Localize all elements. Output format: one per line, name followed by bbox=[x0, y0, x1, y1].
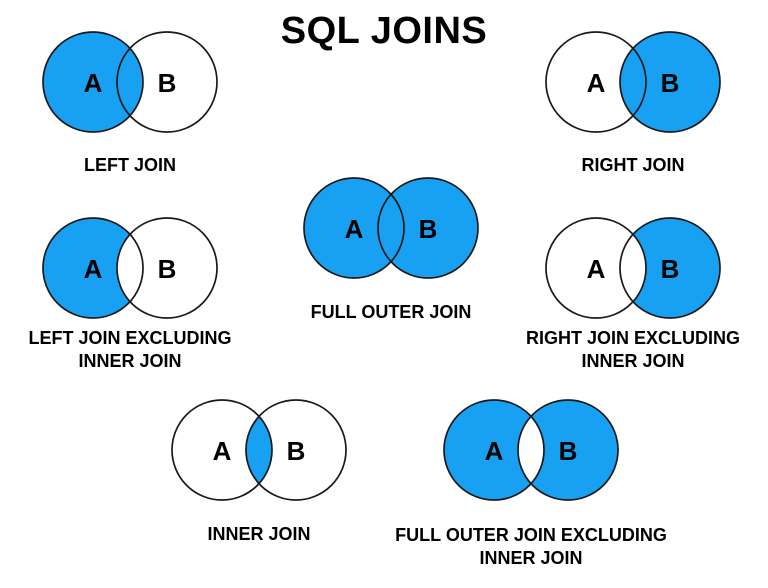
shaded-region bbox=[444, 400, 544, 500]
venn-label-line: INNER JOIN bbox=[78, 351, 182, 371]
circle-a-outline bbox=[545, 217, 647, 319]
venn-label-line: INNER JOIN bbox=[581, 351, 685, 371]
venn-label-left-join-excluding-inner-join: LEFT JOIN EXCLUDING INNER JOIN bbox=[29, 327, 232, 373]
set-a-label: A bbox=[213, 436, 232, 466]
circle-a-outline bbox=[171, 399, 273, 501]
set-b-label: B bbox=[419, 214, 438, 244]
set-a-label: A bbox=[345, 214, 364, 244]
venn-label-full-outer-join: FULL OUTER JOIN bbox=[311, 301, 472, 324]
shaded-region bbox=[518, 400, 618, 500]
venn-label-full-outer-join-excluding-inner-join: FULL OUTER JOIN EXCLUDING INNER JOIN bbox=[395, 524, 667, 570]
circle-b-outline bbox=[245, 399, 347, 501]
venn-label-left-join: LEFT JOIN bbox=[84, 154, 176, 177]
circle-a-outline bbox=[42, 217, 144, 319]
shaded-region bbox=[43, 32, 143, 132]
venn-label-line: FULL OUTER JOIN bbox=[310, 302, 472, 322]
circle-a-outline bbox=[42, 31, 144, 133]
circle-a-outline bbox=[545, 31, 647, 133]
venn-label-line: INNER JOIN bbox=[479, 548, 583, 568]
set-b-label: B bbox=[661, 254, 680, 284]
set-a-label: A bbox=[587, 254, 606, 284]
page-title: SQL JOINS bbox=[280, 10, 488, 52]
venn-label-right-join-excluding-inner-join: RIGHT JOIN EXCLUDING INNER JOIN bbox=[526, 327, 740, 373]
shaded-region bbox=[620, 32, 720, 132]
circle-a-outline bbox=[443, 399, 545, 501]
set-a-label: A bbox=[84, 68, 103, 98]
set-b-label: B bbox=[158, 68, 177, 98]
shaded-region bbox=[43, 218, 143, 318]
set-b-label: B bbox=[287, 436, 306, 466]
circle-b-outline bbox=[116, 31, 218, 133]
shaded-region bbox=[246, 400, 346, 500]
venn-label-line: INNER JOIN bbox=[207, 524, 311, 544]
set-b-label: B bbox=[158, 254, 177, 284]
circle-b-outline bbox=[517, 399, 619, 501]
venn-label-line: LEFT JOIN EXCLUDING bbox=[28, 328, 232, 348]
set-a-label: A bbox=[84, 254, 103, 284]
venn-label-line: RIGHT JOIN bbox=[581, 155, 685, 175]
venn-label-inner-join: INNER JOIN bbox=[207, 523, 310, 546]
venn-label-line: LEFT JOIN bbox=[83, 155, 176, 175]
shaded-region bbox=[304, 178, 404, 278]
venn-label-line: FULL OUTER JOIN EXCLUDING bbox=[395, 525, 667, 545]
circle-b-outline bbox=[619, 217, 721, 319]
venn-label-right-join: RIGHT JOIN bbox=[581, 154, 684, 177]
set-b-label: B bbox=[661, 68, 680, 98]
circle-b-outline bbox=[619, 31, 721, 133]
shaded-region bbox=[620, 218, 720, 318]
shaded-region bbox=[378, 178, 478, 278]
circle-b-outline bbox=[116, 217, 218, 319]
circle-b-outline bbox=[377, 177, 479, 279]
circle-a-outline bbox=[303, 177, 405, 279]
set-b-label: B bbox=[559, 436, 578, 466]
venn-label-line: RIGHT JOIN EXCLUDING bbox=[526, 328, 741, 348]
set-a-label: A bbox=[485, 436, 504, 466]
set-a-label: A bbox=[587, 68, 606, 98]
